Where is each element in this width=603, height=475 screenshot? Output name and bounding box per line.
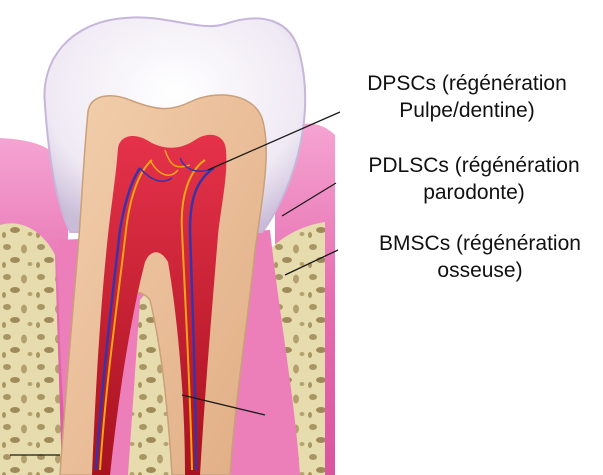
label-dpsc-line1: DPSCs (régénération [336,70,598,97]
label-bmsc: BMSCs (régénération osseuse) [360,230,600,284]
label-pdlsc-line2: parodonte) [350,179,598,206]
alveolar-bone-left [0,223,62,475]
label-dpsc-line2: Pulpe/dentine) [336,97,598,124]
label-bmsc-line1: BMSCs (régénération [360,230,600,257]
label-bmsc-line2: osseuse) [360,257,600,284]
label-pdlsc: PDLSCs (régénération parodonte) [350,152,598,206]
label-pdlsc-line1: PDLSCs (régénération [350,152,598,179]
label-dpsc: DPSCs (régénération Pulpe/dentine) [336,70,598,124]
